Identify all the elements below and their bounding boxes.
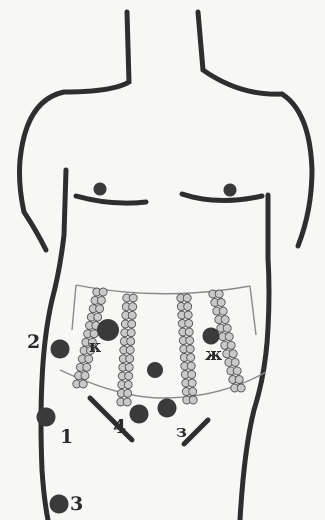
left-inner-chain-bead — [126, 346, 134, 354]
right-outer-chain-bead — [231, 358, 239, 366]
right-outer-chain-bead — [229, 350, 237, 358]
right-torso-side — [240, 195, 269, 520]
region-k-label: к — [89, 339, 101, 356]
right-outer-chain-bead — [215, 290, 223, 298]
left-outer-chain-bead — [83, 363, 91, 371]
right-inner-chain-bead — [187, 362, 195, 370]
left-nipple — [94, 183, 107, 196]
left-inner-chain-bead — [124, 381, 132, 389]
right-outer-chain-bead — [225, 333, 233, 341]
left-inner-chain-bead — [126, 355, 134, 363]
point-2-marker — [51, 340, 70, 359]
right-outer-chain-bead — [235, 376, 243, 384]
right-shoulder-outline — [198, 12, 312, 246]
right-inner-chain-bead — [186, 337, 194, 345]
right-inner-chain-bead — [185, 320, 193, 328]
right-outer-chain-bead — [237, 384, 245, 392]
left-inner-chain-bead — [127, 329, 135, 337]
left-chest-line — [76, 196, 146, 203]
left-inner-chain-bead — [128, 311, 136, 319]
right-inner-chain-bead — [189, 388, 197, 396]
right-inner-chain-bead — [188, 371, 196, 379]
left-outer-chain-bead — [97, 296, 105, 304]
right-inner-chain-bead — [184, 303, 192, 311]
right-inner-chain-bead — [187, 354, 195, 362]
region-zh-label: ж — [205, 347, 222, 364]
point-1-label: 1 — [60, 428, 73, 447]
right-inner-chain-bead — [184, 311, 192, 319]
right-outer-chain-bead — [217, 299, 225, 307]
right-outer-chain-bead — [223, 324, 231, 332]
right-inner-chain-bead — [183, 294, 191, 302]
left-shoulder-outline — [20, 12, 130, 250]
right-inguinal-line — [184, 420, 208, 444]
right-outer-chain-bead — [221, 316, 229, 324]
left-inner-chain-bead — [123, 398, 131, 406]
point-4-marker — [130, 405, 149, 424]
navel-marker — [147, 362, 163, 378]
right-outer-chain-bead — [219, 307, 227, 315]
point-3-lower-marker — [50, 495, 69, 514]
point-zh-marker — [203, 328, 220, 345]
left-inner-chain-bead — [124, 389, 132, 397]
left-outer-chain-bead — [99, 288, 107, 296]
abdomen-left-border — [72, 285, 76, 330]
left-outer-chain-bead — [79, 380, 87, 388]
left-inner-chain-bead — [129, 303, 137, 311]
right-outer-chain-bead — [227, 341, 235, 349]
left-inner-chain-bead — [125, 363, 133, 371]
right-inner-chain-bead — [188, 379, 196, 387]
right-inner-chain-bead — [189, 396, 197, 404]
point-3-lower-label: 3 — [70, 495, 83, 514]
abdomen-right-border — [250, 286, 256, 335]
left-inner-chain-bead — [125, 372, 133, 380]
left-outer-chain-bead — [96, 305, 104, 313]
point-4-label: 4 — [113, 418, 126, 437]
point-3-abdomen-label: з — [176, 424, 187, 441]
left-outer-chain-bead — [81, 372, 89, 380]
left-inner-chain-bead — [127, 337, 135, 345]
left-outer-chain-bead — [94, 313, 102, 321]
point-2-label: 2 — [27, 333, 40, 352]
left-inner-chain-bead — [128, 320, 136, 328]
right-nipple — [224, 184, 237, 197]
right-chest-line — [182, 194, 262, 201]
right-inner-chain-bead — [185, 328, 193, 336]
point-1-marker — [37, 408, 56, 427]
right-inner-chain-bead — [186, 345, 194, 353]
point-3-abdomen-marker — [158, 399, 177, 418]
left-inner-chain-bead — [129, 294, 137, 302]
right-outer-chain-bead — [233, 367, 241, 375]
